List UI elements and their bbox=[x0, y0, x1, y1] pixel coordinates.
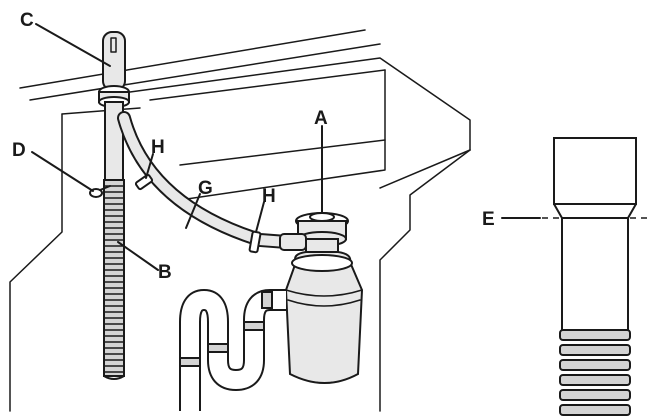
sink-trap bbox=[279, 212, 364, 384]
label-h-lower: H bbox=[262, 186, 276, 207]
hose-end-detail bbox=[520, 137, 648, 416]
s-bend-pipe bbox=[179, 289, 286, 411]
hose-clip-1 bbox=[134, 173, 154, 191]
label-g: G bbox=[198, 178, 213, 199]
leader-lines bbox=[31, 23, 541, 271]
label-b: B bbox=[158, 262, 172, 283]
corrugated-hose bbox=[103, 179, 125, 380]
standpipe bbox=[98, 31, 130, 181]
label-h-upper: H bbox=[151, 137, 165, 158]
drain-hose bbox=[117, 111, 307, 250]
worktop-and-cabinet bbox=[9, 29, 471, 412]
label-d: D bbox=[12, 140, 26, 161]
label-e: E bbox=[482, 209, 495, 230]
label-a: A bbox=[314, 108, 328, 129]
label-c: C bbox=[20, 10, 34, 31]
